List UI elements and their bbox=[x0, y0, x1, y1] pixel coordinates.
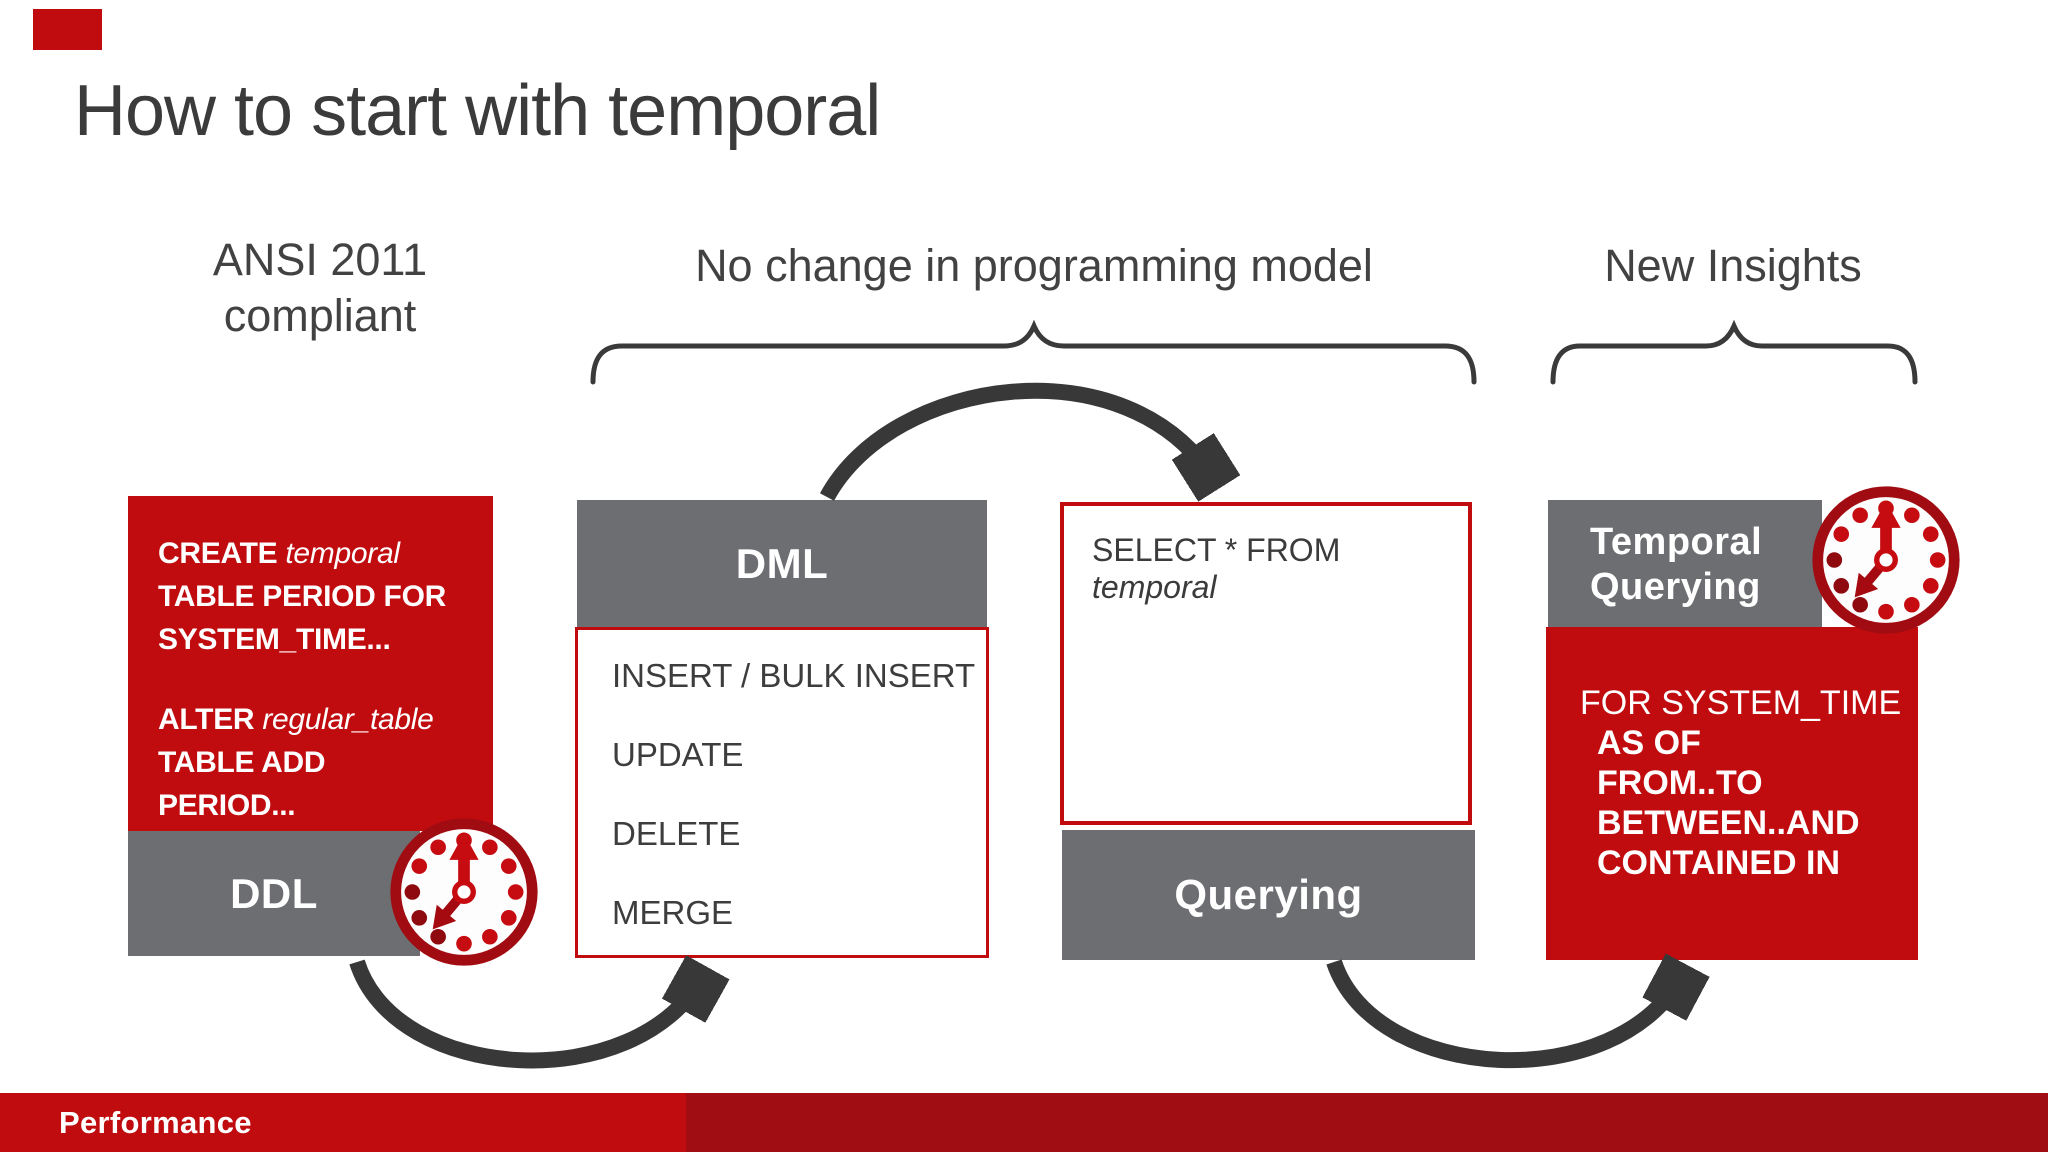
dml-item-insert: INSERT / BULK INSERT bbox=[612, 657, 976, 694]
footer-bar: Performance bbox=[0, 1093, 2048, 1152]
alter-statement: ALTER regular_table bbox=[158, 698, 473, 741]
dml-box: INSERT / BULK INSERT UPDATE DELETE MERGE bbox=[575, 627, 989, 958]
curved-arrow-icon-querying-to-temporal bbox=[1326, 948, 1712, 1069]
create-statement-line3: SYSTEM_TIME... bbox=[158, 623, 391, 656]
footer-accent-segment: Performance bbox=[0, 1093, 686, 1152]
temporal-querying-label-line1: Temporal bbox=[1590, 521, 1763, 563]
dml-label-bar: DML bbox=[577, 500, 987, 627]
brace-icon-programming bbox=[590, 319, 1477, 385]
column-heading-programming: No change in programming model bbox=[695, 240, 1373, 291]
column-heading-insights: New Insights bbox=[1604, 240, 1862, 291]
ddl-label: DDL bbox=[230, 869, 318, 917]
create-statement-line2: TABLE PERIOD FOR bbox=[158, 580, 446, 613]
querying-label: Querying bbox=[1174, 871, 1363, 918]
ddl-label-bar: DDL bbox=[128, 831, 420, 956]
alter-arg: regular_table bbox=[262, 703, 434, 736]
dml-item-delete: DELETE bbox=[612, 815, 741, 852]
ddl-box: CREATE temporal TABLE PERIOD FOR SYSTEM_… bbox=[128, 496, 493, 831]
querying-label-bar: Querying bbox=[1062, 830, 1475, 960]
clock-icon-ddl bbox=[390, 818, 538, 966]
ansi-line-2: compliant bbox=[223, 290, 417, 341]
curved-arrow-icon-ddl-to-dml bbox=[349, 948, 735, 1069]
select-prefix: SELECT * FROM bbox=[1092, 532, 1341, 568]
column-heading-ansi: ANSI 2011 compliant bbox=[170, 232, 470, 344]
dml-item-merge: MERGE bbox=[612, 894, 734, 931]
create-statement: CREATE temporal bbox=[158, 532, 473, 575]
code-gap bbox=[158, 661, 473, 698]
dml-label: DML bbox=[735, 539, 829, 587]
option-between-and: BETWEEN..AND bbox=[1597, 804, 1860, 842]
alter-statement-line2: TABLE ADD bbox=[158, 746, 326, 779]
alter-statement-line3: PERIOD... bbox=[158, 789, 296, 822]
option-from-to: FROM..TO bbox=[1597, 764, 1763, 802]
slide-title: How to start with temporal bbox=[74, 71, 881, 151]
temporal-querying-label-bar: Temporal Querying bbox=[1548, 500, 1822, 627]
corner-accent bbox=[33, 9, 102, 50]
select-box: SELECT * FROM temporal bbox=[1060, 502, 1472, 825]
alter-keyword: ALTER bbox=[158, 703, 255, 736]
create-keyword: CREATE bbox=[158, 537, 278, 570]
ansi-line-1: ANSI 2011 bbox=[212, 234, 428, 285]
clock-icon-temporal-querying bbox=[1812, 486, 1960, 634]
create-arg: temporal bbox=[285, 537, 400, 570]
option-contained-in: CONTAINED IN bbox=[1597, 844, 1841, 882]
select-statement: SELECT * FROM temporal bbox=[1092, 532, 1458, 606]
dml-item-update: UPDATE bbox=[612, 736, 744, 773]
brace-icon-insights bbox=[1550, 319, 1918, 385]
option-as-of: AS OF bbox=[1597, 724, 1701, 762]
temporal-querying-label-line2: Querying bbox=[1590, 566, 1761, 608]
select-arg: temporal bbox=[1092, 569, 1217, 605]
for-system-time-line: FOR SYSTEM_TIME bbox=[1580, 684, 1902, 722]
curved-arrow-icon-dml-to-select bbox=[819, 382, 1242, 507]
temporal-querying-box: FOR SYSTEM_TIME AS OF FROM..TO BETWEEN..… bbox=[1546, 627, 1918, 960]
footer-label: Performance bbox=[59, 1104, 252, 1140]
